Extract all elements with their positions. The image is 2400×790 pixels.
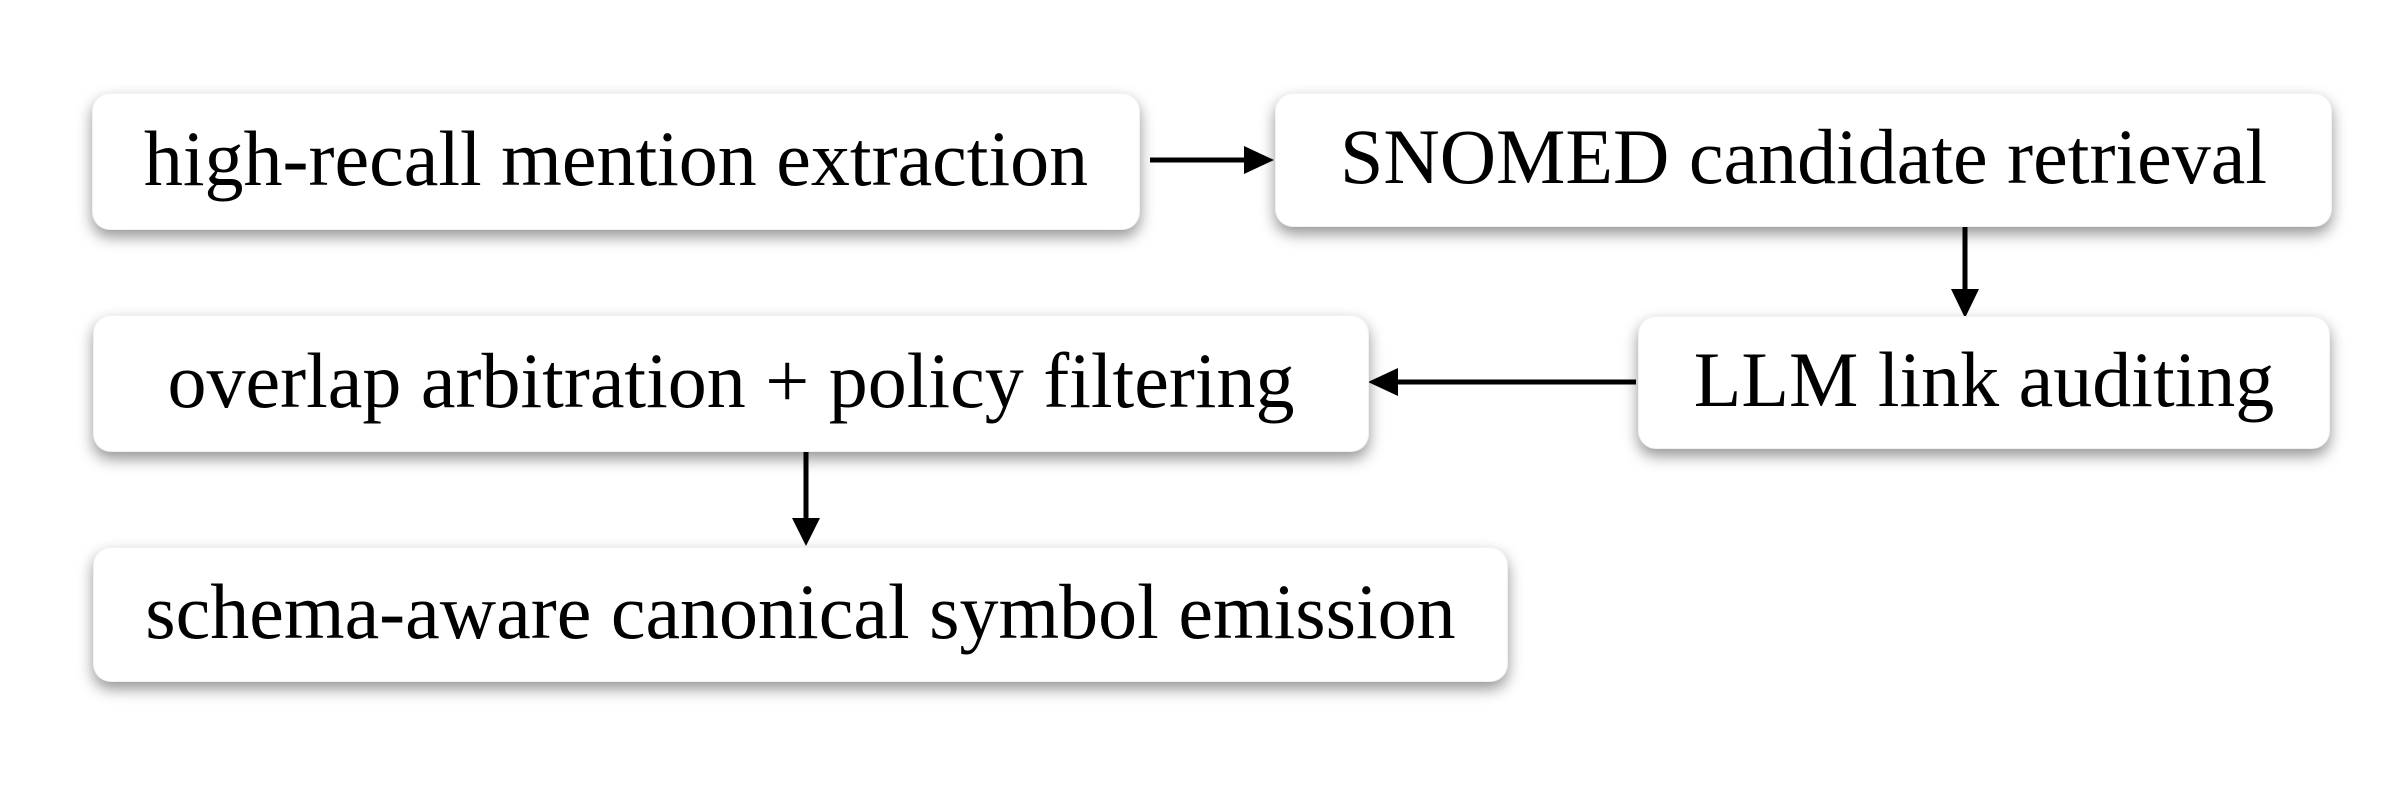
- arrow-arbitration-to-emission: [792, 452, 820, 546]
- node-symbol-emission: schema-aware canonical symbol emission: [93, 547, 1508, 682]
- node-symbol-emission-label: schema-aware canonical symbol emission: [145, 567, 1456, 655]
- node-mention-extraction: high-recall mention extraction: [92, 93, 1140, 230]
- node-llm-auditing-label: LLM link auditing: [1693, 335, 2275, 423]
- node-mention-extraction-label: high-recall mention extraction: [143, 114, 1089, 202]
- arrow-extraction-to-retrieval: [1150, 146, 1274, 174]
- node-overlap-arbitration: overlap arbitration + policy filtering: [93, 315, 1369, 452]
- node-snomed-retrieval-label: SNOMED candidate retrieval: [1339, 113, 2267, 200]
- node-llm-auditing: LLM link auditing: [1638, 316, 2330, 449]
- arrow-retrieval-to-auditing: [1951, 226, 1979, 318]
- node-overlap-arbitration-label: overlap arbitration + policy filtering: [167, 336, 1295, 424]
- node-snomed-retrieval: SNOMED candidate retrieval: [1275, 93, 2332, 227]
- arrow-auditing-to-arbitration: [1368, 368, 1636, 396]
